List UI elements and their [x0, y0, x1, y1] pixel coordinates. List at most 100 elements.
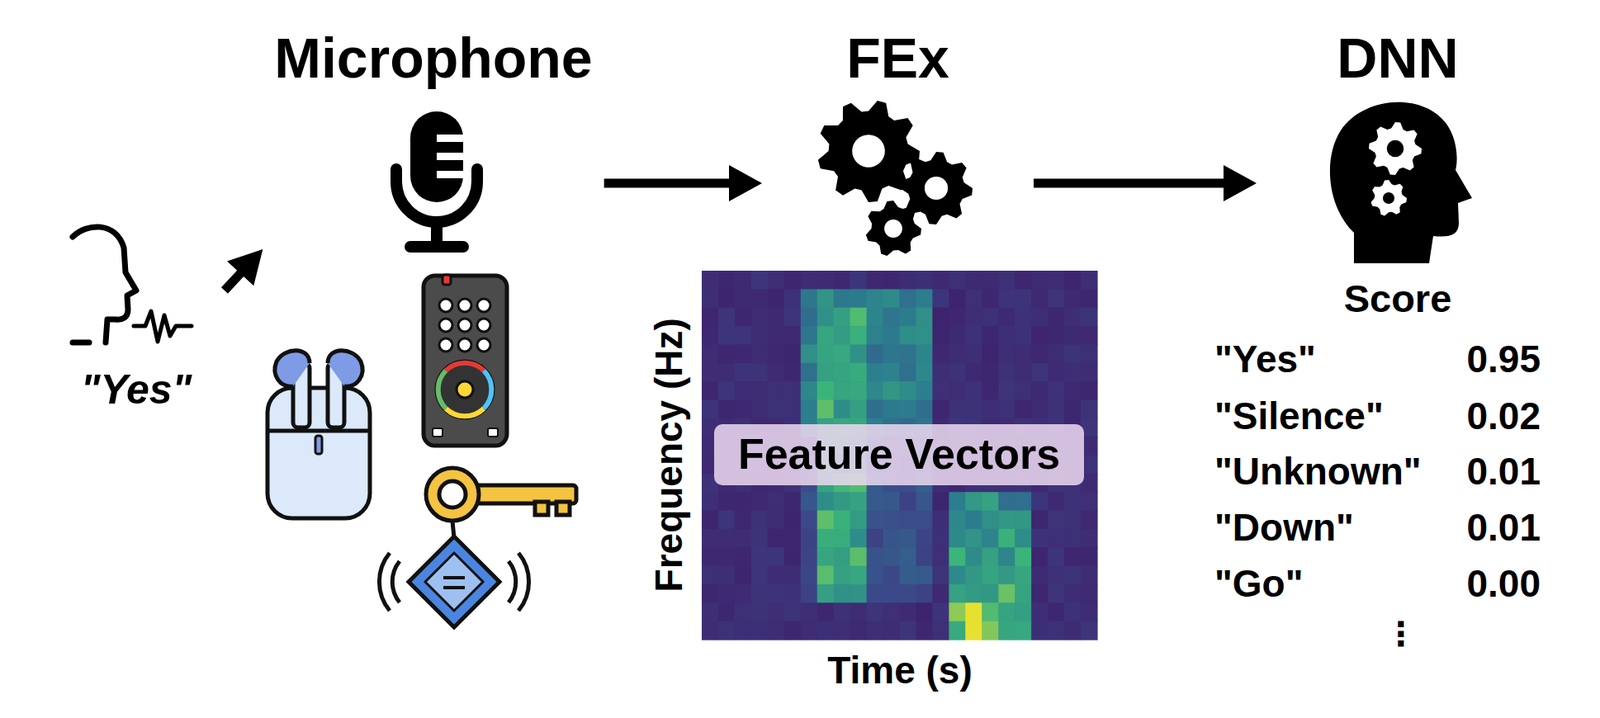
- spectrogram-cell: [899, 492, 918, 512]
- spectrogram-cell: [981, 344, 999, 364]
- spectrogram-cell: [751, 547, 769, 567]
- spectrogram-cell: [701, 511, 720, 531]
- spectrogram-cell: [932, 400, 950, 420]
- spectrogram-cell: [916, 326, 934, 346]
- spectrogram-cell: [916, 547, 934, 567]
- spectrogram-cell: [1080, 307, 1099, 327]
- spectrogram-cell: [1080, 492, 1099, 512]
- spectrogram-cell: [767, 288, 786, 308]
- spectrogram-cell: [850, 270, 868, 290]
- spectrogram-cell: [948, 363, 966, 383]
- spectrogram-cell: [1080, 344, 1099, 364]
- spectrogram-cell: [1080, 621, 1099, 641]
- remote-small-button: [487, 428, 498, 437]
- spectrogram-cell: [948, 288, 966, 308]
- dpad-arc: [438, 370, 446, 409]
- spectrogram-cell: [800, 307, 819, 327]
- spectrogram-cell: [883, 584, 901, 604]
- spectrogram-cell: [916, 584, 934, 604]
- spectrogram-cell: [850, 602, 868, 622]
- remote-icon: [423, 274, 507, 446]
- case-light: [315, 435, 322, 455]
- spectrogram-cell: [1014, 511, 1032, 531]
- spectrogram-cell: [784, 270, 802, 290]
- spectrogram-cell: [1080, 566, 1099, 586]
- spectrogram-cell: [948, 344, 966, 364]
- spectrogram-cell: [718, 400, 736, 420]
- spectrogram-cell: [916, 363, 934, 383]
- spectrogram-cell: [1047, 529, 1066, 549]
- tag-body: [408, 536, 500, 628]
- spectrogram-cell: [833, 511, 852, 531]
- spectrogram-cell: [1080, 288, 1099, 308]
- spectrogram-cell: [1014, 621, 1032, 641]
- spectrogram-cell: [784, 602, 802, 622]
- spectrogram-cell: [751, 511, 769, 531]
- spectrogram-cell: [1031, 492, 1049, 512]
- spectrogram-cell: [734, 492, 753, 512]
- spectrogram-cell: [965, 547, 983, 567]
- key-ring: [426, 468, 479, 521]
- spectrogram-cell: [701, 529, 720, 549]
- spectrogram-cell: [767, 381, 786, 401]
- spectrogram-cell: [784, 307, 802, 327]
- spectrogram-cell: [1080, 529, 1099, 549]
- earbud-case: [267, 388, 370, 519]
- spectrogram-cell: [866, 602, 885, 622]
- spectrogram-cell: [1064, 511, 1082, 531]
- remote-led: [442, 274, 451, 285]
- spectrogram-cell: [833, 584, 852, 604]
- spectrogram-cell: [1064, 270, 1082, 290]
- spectrogram-cell: [866, 584, 885, 604]
- mic-stem: [430, 221, 443, 245]
- spectrogram-cell: [965, 307, 983, 327]
- dnn-node: DNN: [1258, 20, 1538, 269]
- dpad-arc: [445, 408, 484, 417]
- class-name: "Unknown": [1214, 450, 1422, 493]
- spectrogram-cell: [1031, 621, 1049, 641]
- spectrogram-cell: [916, 621, 934, 641]
- spectrogram-cell: [833, 400, 852, 420]
- spectrogram-cell: [751, 621, 769, 641]
- spectrogram-cell: [850, 511, 868, 531]
- spectrogram-cell: [981, 492, 999, 512]
- mic-base: [404, 241, 469, 253]
- spectrogram-cell: [751, 326, 769, 346]
- score-heading: Score: [1344, 277, 1453, 321]
- spectrogram-cell: [899, 288, 918, 308]
- head-outline: [72, 227, 137, 343]
- spectrogram-cell: [1031, 326, 1049, 346]
- spectrogram-cell: [998, 381, 1016, 401]
- spectrogram-cell: [701, 400, 720, 420]
- stage-title: DNN: [1336, 27, 1458, 90]
- class-name: "Silence": [1214, 395, 1384, 438]
- spectrogram-cell: [932, 307, 950, 327]
- gear-hole: [884, 219, 903, 238]
- spectrogram: [701, 270, 1099, 641]
- spectrogram-cell: [1031, 566, 1049, 586]
- spectrogram-cell: [883, 621, 901, 641]
- spectrogram-cell: [981, 602, 999, 622]
- spectrogram-cell: [701, 270, 720, 290]
- spectrogram-cell: [718, 381, 736, 401]
- spectrogram-cell: [948, 270, 966, 290]
- gear-hole: [852, 134, 886, 168]
- spectrogram-cell: [850, 326, 868, 346]
- spectrogram-cell: [899, 529, 918, 549]
- flow-arrow: [224, 272, 242, 291]
- spectrogram-cell: [965, 288, 983, 308]
- spectrogram-cell: [817, 344, 835, 364]
- spectrogram-cell: [1031, 363, 1049, 383]
- spectrogram-cell: [883, 547, 901, 567]
- spectrogram-cell: [800, 326, 819, 346]
- spectrogram-cell: [916, 307, 934, 327]
- spectrogram-cell: [899, 326, 918, 346]
- spectrogram-cell: [883, 566, 901, 586]
- spectrogram-cell: [850, 363, 868, 383]
- spectrogram-cell: [916, 381, 934, 401]
- spectrogram-cell: [800, 363, 819, 383]
- spectrogram-cell: [800, 344, 819, 364]
- axis-label: Time (s): [827, 649, 973, 692]
- spectrogram-cell: [965, 400, 983, 420]
